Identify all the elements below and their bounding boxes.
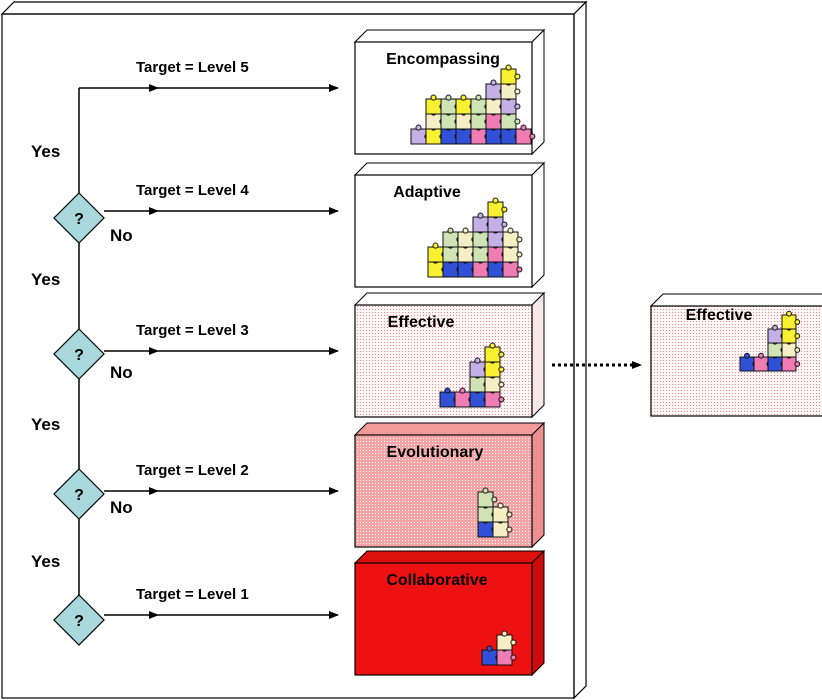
decision-question-mark: ? bbox=[74, 487, 84, 504]
decision-diamond bbox=[53, 328, 105, 380]
target-branch: Target = Level 1 bbox=[104, 586, 339, 619]
decision-diamond bbox=[53, 468, 105, 520]
detail-box-name: Effective bbox=[686, 307, 753, 324]
level-box: Adaptive bbox=[353, 161, 546, 289]
target-branch: Target = Level 2 bbox=[104, 462, 339, 495]
no-label: No bbox=[110, 363, 133, 382]
level-box: Collaborative bbox=[353, 549, 546, 677]
no-label: No bbox=[110, 498, 133, 517]
level-box: Effective bbox=[353, 291, 546, 419]
decision-node: ? Yes bbox=[31, 552, 105, 646]
yes-label: Yes bbox=[31, 552, 60, 571]
puzzle-piece bbox=[477, 487, 498, 508]
no-label: No bbox=[110, 226, 133, 245]
target-level-label: Target = Level 1 bbox=[136, 586, 249, 603]
yes-label: Yes bbox=[31, 415, 60, 434]
decision-diamond bbox=[53, 192, 105, 244]
level-box: Evolutionary bbox=[353, 421, 546, 549]
level-name: Collaborative bbox=[386, 572, 487, 589]
decision-question-mark: ? bbox=[74, 347, 84, 364]
target-level-label: Target = Level 5 bbox=[136, 59, 249, 76]
puzzle-piece bbox=[502, 227, 523, 248]
puzzle-piece bbox=[484, 342, 505, 363]
puzzle-piece bbox=[500, 64, 521, 85]
puzzle-piece bbox=[515, 124, 536, 145]
target-level-label: Target = Level 4 bbox=[136, 182, 249, 199]
decision-question-mark: ? bbox=[74, 613, 84, 630]
yes-label: Yes bbox=[31, 270, 60, 289]
decision-diamond bbox=[53, 594, 105, 646]
level-box-group: EncompassingAdaptiveEffectiveEvolutionar… bbox=[353, 28, 546, 677]
puzzle-piece bbox=[781, 310, 801, 330]
level-name: Adaptive bbox=[393, 184, 461, 201]
puzzle-piece bbox=[492, 502, 513, 523]
target-level-label: Target = Level 3 bbox=[136, 322, 249, 339]
level-name: Encompassing bbox=[386, 51, 500, 68]
puzzle-piece bbox=[454, 387, 475, 408]
target-level-label: Target = Level 2 bbox=[136, 462, 249, 479]
target-branch: Target = Level 3 bbox=[104, 322, 339, 355]
target-branch: Target = Level 4 bbox=[104, 182, 339, 215]
level-box: Encompassing bbox=[353, 28, 546, 156]
outer-frame bbox=[0, 0, 588, 700]
target-branch: Target = Level 5 bbox=[136, 59, 249, 76]
decision-question-mark: ? bbox=[74, 211, 84, 228]
puzzle-piece bbox=[496, 630, 517, 651]
level-name: Evolutionary bbox=[387, 444, 484, 461]
effective-detail-box: Effective bbox=[649, 293, 822, 417]
yes-label: Yes bbox=[31, 142, 60, 161]
puzzle-piece bbox=[487, 197, 508, 218]
level-name: Effective bbox=[388, 314, 455, 331]
